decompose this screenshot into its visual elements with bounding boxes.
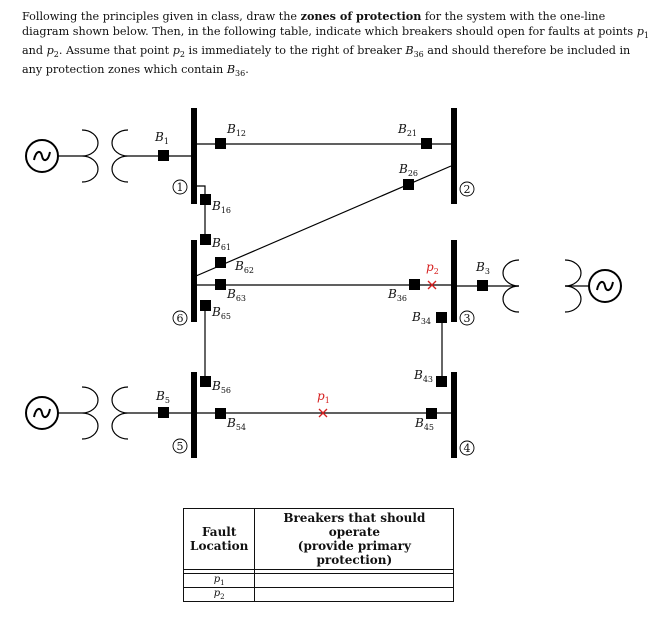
breakers: [158, 138, 488, 419]
label-b45: B45: [414, 416, 434, 432]
breaker-b5: [158, 407, 169, 418]
label-b3: B3: [475, 260, 490, 276]
emphasis-zones: zones of protection: [300, 9, 422, 23]
bus-numbers: 1 2 3 4 5 6: [172, 179, 475, 456]
label-p2: p2: [426, 260, 439, 276]
label-b43: B43: [413, 368, 433, 384]
fault-location-cell: p1: [182, 573, 256, 588]
label-b5: B5: [155, 389, 170, 405]
breaker-b26: [403, 179, 414, 190]
fault-labels: p2 p1: [317, 260, 439, 405]
problem-statement: Following the principles given in class,…: [22, 9, 649, 79]
label-b34: B34: [411, 310, 431, 326]
label-b61: B61: [211, 236, 231, 252]
breaker-b1: [158, 150, 169, 161]
breaker-b16: [200, 194, 211, 205]
fault-p2-mark: [427, 280, 437, 290]
bus-2: [451, 108, 457, 204]
table-row: p1: [182, 573, 455, 588]
breaker-b43: [436, 376, 447, 387]
bus-number-4: 4: [464, 442, 471, 455]
label-b62: B62: [234, 259, 254, 275]
breaker-b3: [477, 280, 488, 291]
buses: [191, 108, 457, 458]
fault-p1-mark: [318, 408, 328, 418]
breaker-labels: B1 B12 B21 B26 B16 B61 B62 B63 B65 B36 B…: [154, 122, 490, 432]
label-b56: B56: [211, 379, 231, 395]
one-line-diagram: 1 2 3 4 5 6 B1 B12 B21 B26 B16 B61 B62 B…: [25, 108, 622, 458]
bus-number-2: 2: [464, 183, 471, 196]
bus-5: [191, 372, 197, 458]
label-b65: B65: [211, 305, 231, 321]
fault-markers: [318, 280, 437, 418]
generator-3: [454, 259, 622, 313]
header-breakers: Breakers that should operate(provide pri…: [254, 508, 455, 570]
breakers-answer-cell[interactable]: [254, 587, 455, 602]
bus-3: [451, 240, 457, 322]
breaker-b12: [215, 138, 226, 149]
breaker-b61: [200, 234, 211, 245]
label-p1: p1: [317, 389, 330, 405]
label-b26: B26: [398, 162, 418, 178]
breaker-b54: [215, 408, 226, 419]
table-row: p2: [182, 587, 455, 602]
bus-number-6: 6: [177, 312, 184, 325]
bus-number-5: 5: [177, 440, 184, 453]
label-b16: B16: [211, 199, 231, 215]
label-b1: B1: [154, 130, 169, 146]
bus-number-3: 3: [464, 312, 471, 325]
label-b36: B36: [387, 287, 407, 303]
bus-6: [191, 240, 197, 322]
breaker-b56: [200, 376, 211, 387]
label-b54: B54: [226, 416, 246, 432]
breaker-b21: [421, 138, 432, 149]
label-b63: B63: [226, 287, 246, 303]
breaker-b63: [215, 279, 226, 290]
fault-location-cell: p2: [182, 587, 256, 602]
label-b21: B21: [397, 122, 417, 138]
label-b12: B12: [226, 122, 246, 138]
breaker-b65: [200, 300, 211, 311]
bus-number-1: 1: [177, 181, 184, 194]
breaker-b36: [409, 279, 420, 290]
bus-4: [451, 372, 457, 458]
breaker-b45: [426, 408, 437, 419]
breaker-b62: [215, 257, 226, 268]
breaker-b34: [436, 312, 447, 323]
breakers-answer-cell[interactable]: [254, 573, 455, 588]
bus-1: [191, 108, 197, 204]
